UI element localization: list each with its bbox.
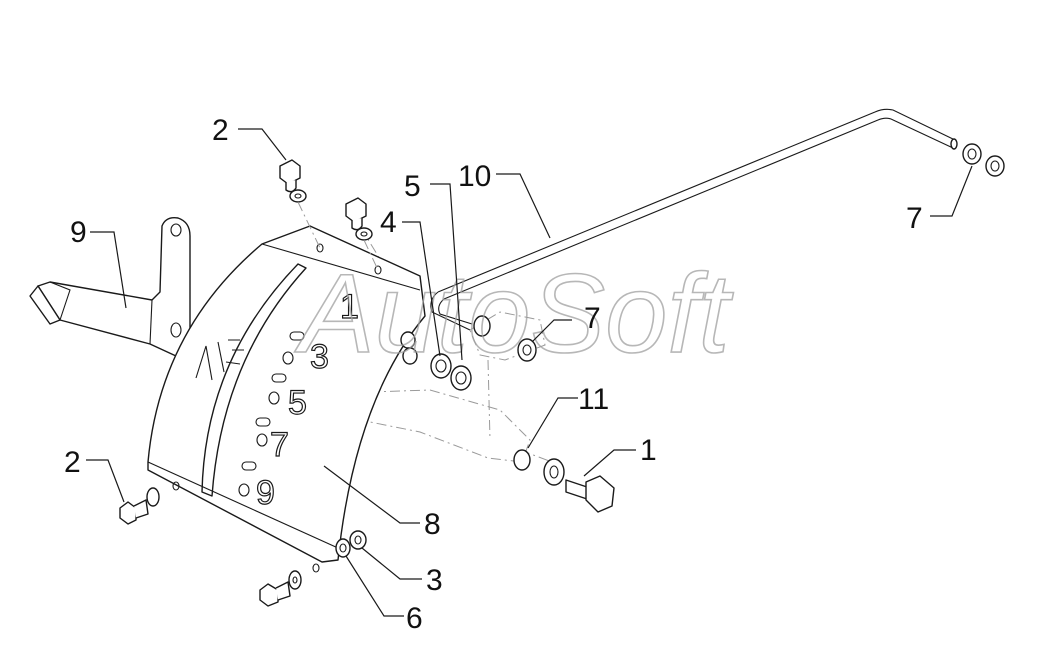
gear-number-5: 5: [288, 384, 307, 422]
callout-6: 6: [406, 602, 423, 635]
callout-3: 3: [426, 564, 443, 597]
callout-11: 11: [578, 383, 609, 416]
callouts: 2 9 4 5 10 7 7 11 1 2 8 3 6: [64, 114, 923, 635]
gate-symbols: [195, 339, 244, 381]
callout-2-left: 2: [64, 446, 81, 479]
callout-2-top: 2: [212, 114, 229, 147]
gear-number-9: 9: [256, 474, 275, 512]
part-11-bushing: [513, 449, 531, 471]
part-6-washer: [335, 538, 351, 558]
gear-number-1: 1: [340, 288, 359, 326]
gear-number-3: 3: [310, 338, 329, 376]
callout-4: 4: [380, 206, 397, 239]
callout-7-middle: 7: [584, 302, 601, 335]
gate-slots: 1 3 5 7 9: [238, 287, 360, 513]
part-4-nut: [430, 353, 452, 379]
callout-10: 10: [458, 160, 491, 193]
callout-9: 9: [70, 216, 87, 249]
leader-lines: [86, 128, 973, 617]
callout-7-right: 7: [906, 202, 923, 235]
part-9-bracket: [29, 216, 191, 358]
small-nuts-gate: [400, 331, 418, 365]
part-7-nut-middle: [473, 315, 537, 362]
part-bolt-bottom: [259, 570, 302, 607]
part-2-bolt-top-right: [345, 197, 373, 241]
gear-number-7: 7: [270, 426, 289, 464]
part-10-shift-rod: [430, 108, 958, 331]
callout-8: 8: [424, 508, 441, 541]
part-5-washer: [450, 365, 472, 391]
part-1-bolt: [565, 475, 615, 513]
callout-1: 1: [640, 434, 657, 467]
part-3-nut: [349, 530, 367, 550]
part-washer-bolt-1: [543, 458, 565, 486]
part-2-bolt-top-left: [279, 159, 307, 203]
part-8-gate-plate: 1 3 5 7 9: [147, 225, 426, 573]
part-7-nut-rod-end: [962, 143, 1005, 177]
watermark: AutoSoft: [294, 251, 734, 376]
callout-5: 5: [404, 170, 421, 203]
part-2-bolt-left: [119, 487, 160, 525]
bolt-axis-lines: [297, 201, 379, 271]
